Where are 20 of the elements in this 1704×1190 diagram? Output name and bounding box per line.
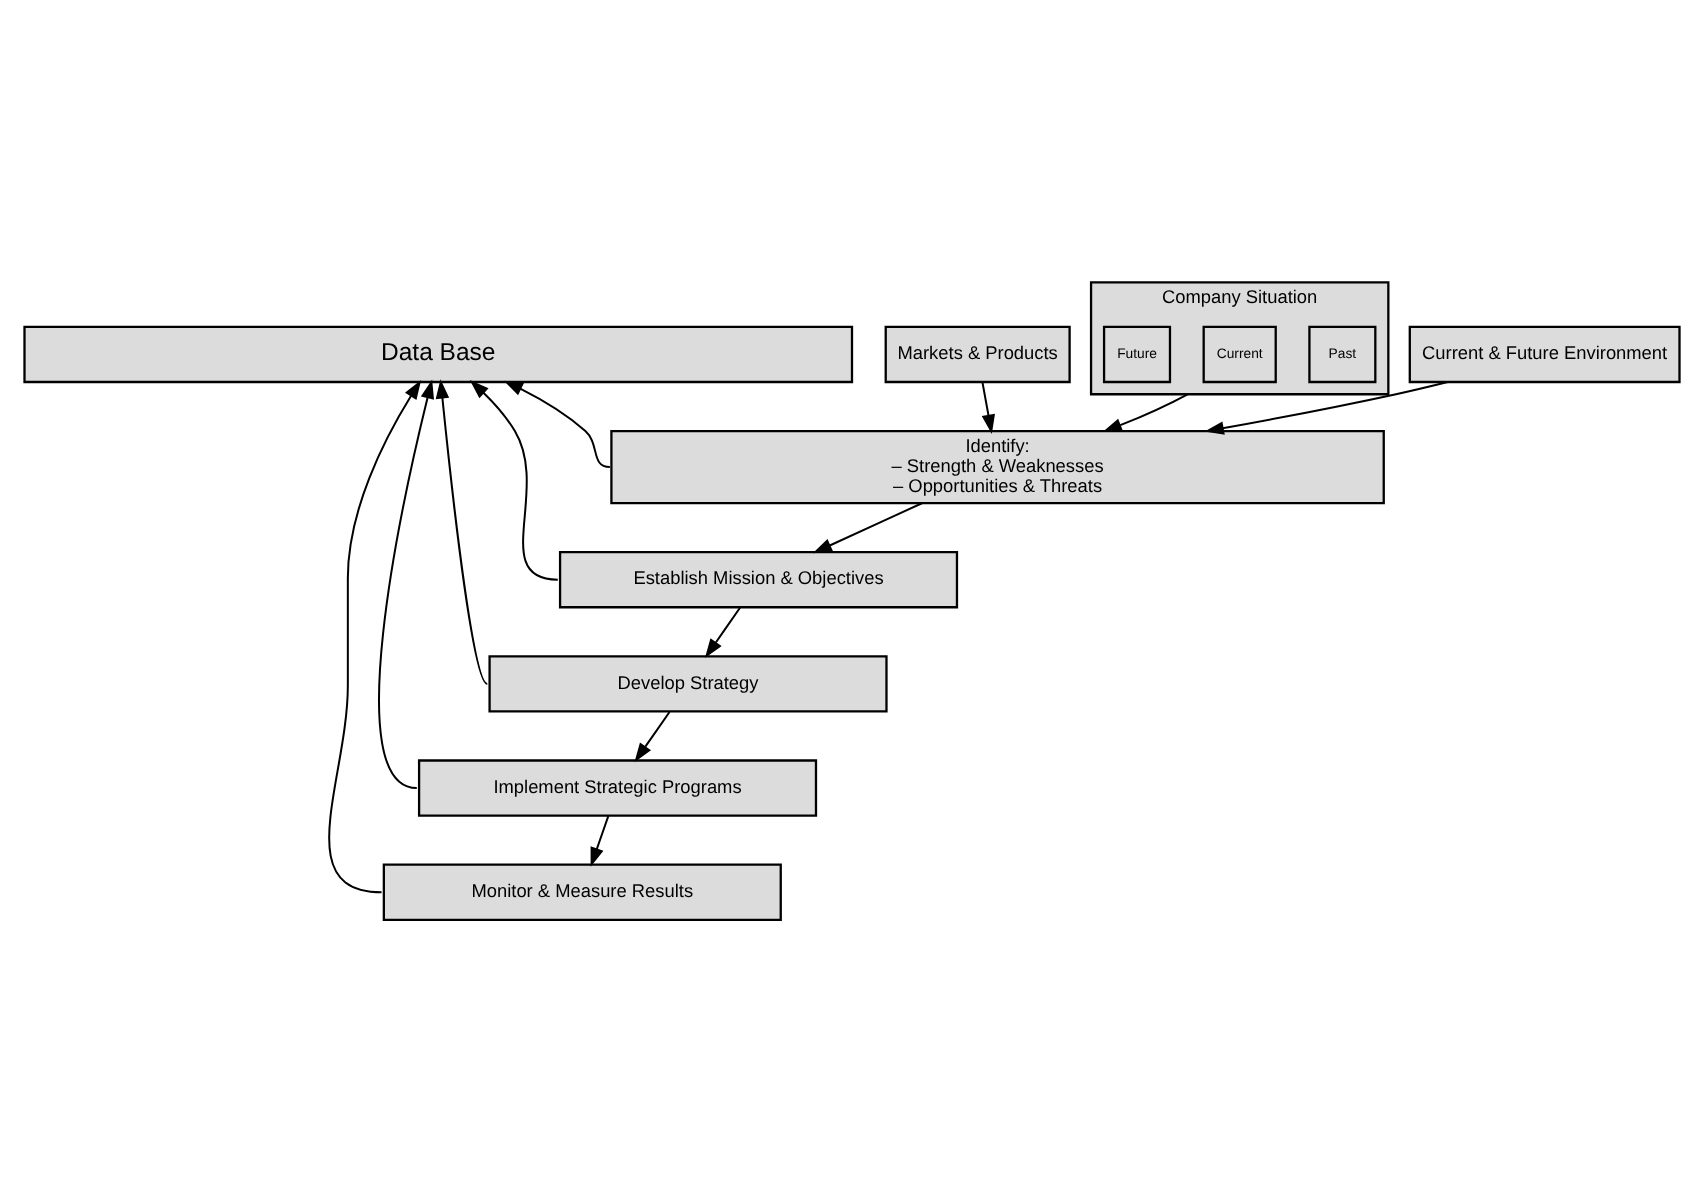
arrow	[328, 380, 422, 894]
node-box: Identify: – Strength & Weaknesses – Opportunities & Threats	[610, 429, 1385, 505]
node-box: Establish Mission & Objectives	[558, 550, 959, 609]
node-box: Develop Strategy	[488, 655, 888, 713]
node-box: Current & Future Environment	[1408, 325, 1681, 384]
arrow	[981, 381, 996, 434]
arrow	[378, 379, 435, 790]
arrow	[634, 711, 671, 763]
arrow	[469, 380, 559, 581]
arrow	[503, 380, 611, 469]
node-box: Markets & Products	[884, 325, 1071, 384]
arrow	[704, 606, 741, 659]
node-box: Implement Strategic Programs	[417, 759, 818, 817]
node-box: Monitor & Measure Results	[382, 863, 782, 921]
arrow	[590, 815, 610, 867]
node-box: Data Base	[23, 325, 854, 384]
arrow	[435, 379, 489, 685]
arrow	[1102, 393, 1189, 433]
arrow	[1204, 381, 1449, 435]
arrow	[812, 502, 923, 554]
